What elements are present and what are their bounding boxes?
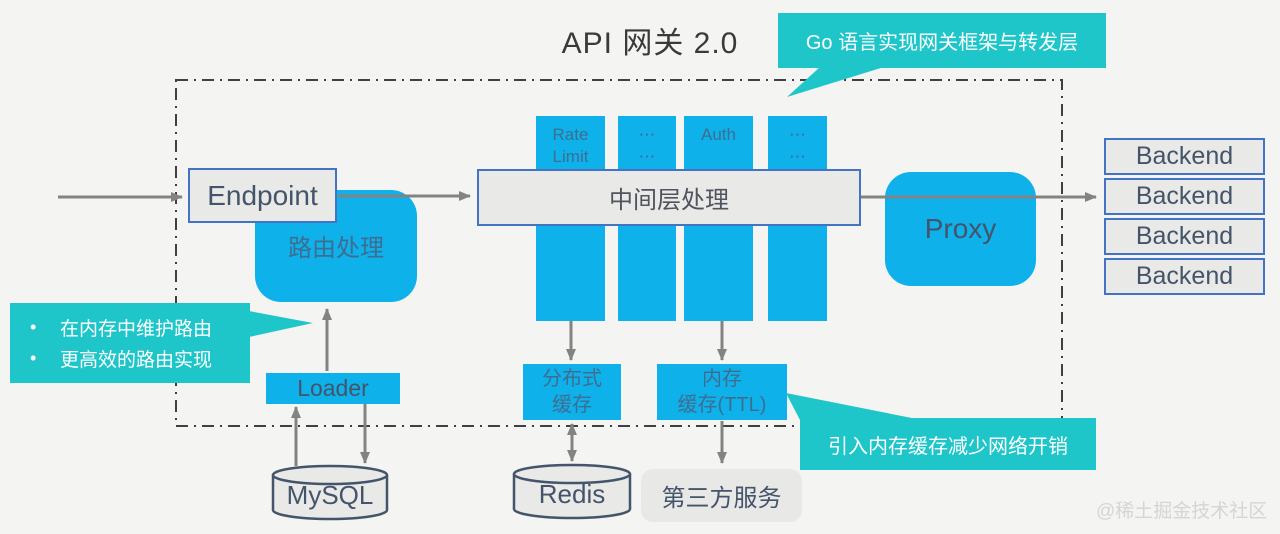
routing-note-2: 更高效的路由实现 <box>60 350 213 371</box>
bottom-callout-tail <box>786 393 922 420</box>
middleware-bar-4-dots: ⋯ <box>789 125 806 144</box>
callout-memory-cache: 引入内存缓存减少网络开销 <box>800 418 1096 470</box>
left-callout-tail <box>249 311 313 337</box>
middleware-box: 中间层处理 <box>477 169 861 226</box>
backend-box-2: Backend <box>1104 178 1265 215</box>
endpoint-box: Endpoint <box>188 168 337 223</box>
watermark: @稀土掘金技术社区 <box>1096 501 1268 522</box>
page-title: API 网关 2.0 <box>561 27 739 60</box>
proxy-box: Proxy <box>885 172 1036 286</box>
memory-cache-label-line1: 内存 <box>702 368 742 390</box>
distributed-cache-label-line2: 缓存 <box>552 394 592 416</box>
backend-box-4: Backend <box>1104 258 1265 295</box>
endpoint-label: Endpoint <box>207 179 318 211</box>
backend-label-3: Backend <box>1135 222 1234 250</box>
auth-label: Auth <box>701 125 736 144</box>
proxy-label: Proxy <box>924 213 997 244</box>
routing-label: 路由处理 <box>288 235 384 262</box>
top-callout-tail <box>787 67 884 97</box>
mysql-cylinder: MySQL <box>270 464 390 522</box>
rate-limit-label-line2: Limit <box>552 147 589 166</box>
loader-label: Loader <box>297 375 369 401</box>
callout-go-framework-text: Go 语言实现网关框架与转发层 <box>805 32 1079 54</box>
redis-cylinder: Redis <box>511 463 633 521</box>
backend-box-3: Backend <box>1104 218 1265 255</box>
backend-box-1: Backend <box>1104 138 1265 175</box>
callout-routing-notes: • 在内存中维护路由 • 更高效的路由实现 <box>10 303 250 383</box>
mysql-label: MySQL <box>286 480 374 510</box>
list-item: • 在内存中维护路由 <box>30 312 250 343</box>
backend-label-4: Backend <box>1135 262 1234 290</box>
redis-label: Redis <box>538 479 606 509</box>
bullet-icon: • <box>30 317 37 337</box>
third-party-service-label: 第三方服务 <box>661 485 782 512</box>
distributed-cache-label-line1: 分布式 <box>542 368 602 390</box>
middleware-bar-2-dots2: ⋯ <box>638 147 656 166</box>
list-item: • 更高效的路由实现 <box>30 343 250 374</box>
database-cylinder-icon <box>271 464 389 521</box>
middleware-bar-4-dots2: ⋯ <box>789 147 806 166</box>
third-party-service-box: 第三方服务 <box>641 469 802 522</box>
rate-limit-label-line1: Rate <box>552 125 589 144</box>
callout-memory-cache-text: 引入内存缓存减少网络开销 <box>828 435 1068 458</box>
backend-label-1: Backend <box>1135 142 1234 170</box>
distributed-cache-box: 分布式 缓存 <box>523 364 621 420</box>
database-cylinder-icon <box>512 463 632 520</box>
memory-cache-label-line2: 缓存(TTL) <box>677 394 767 416</box>
memory-cache-box: 内存 缓存(TTL) <box>657 364 787 420</box>
bullet-icon: • <box>30 348 37 368</box>
routing-note-1: 在内存中维护路由 <box>60 319 213 340</box>
middleware-bar-2-dots: ⋯ <box>638 125 656 144</box>
middleware-label: 中间层处理 <box>609 187 729 214</box>
loader-box: Loader <box>266 373 400 404</box>
backend-label-2: Backend <box>1135 182 1234 210</box>
callout-go-framework: Go 语言实现网关框架与转发层 <box>778 13 1106 68</box>
